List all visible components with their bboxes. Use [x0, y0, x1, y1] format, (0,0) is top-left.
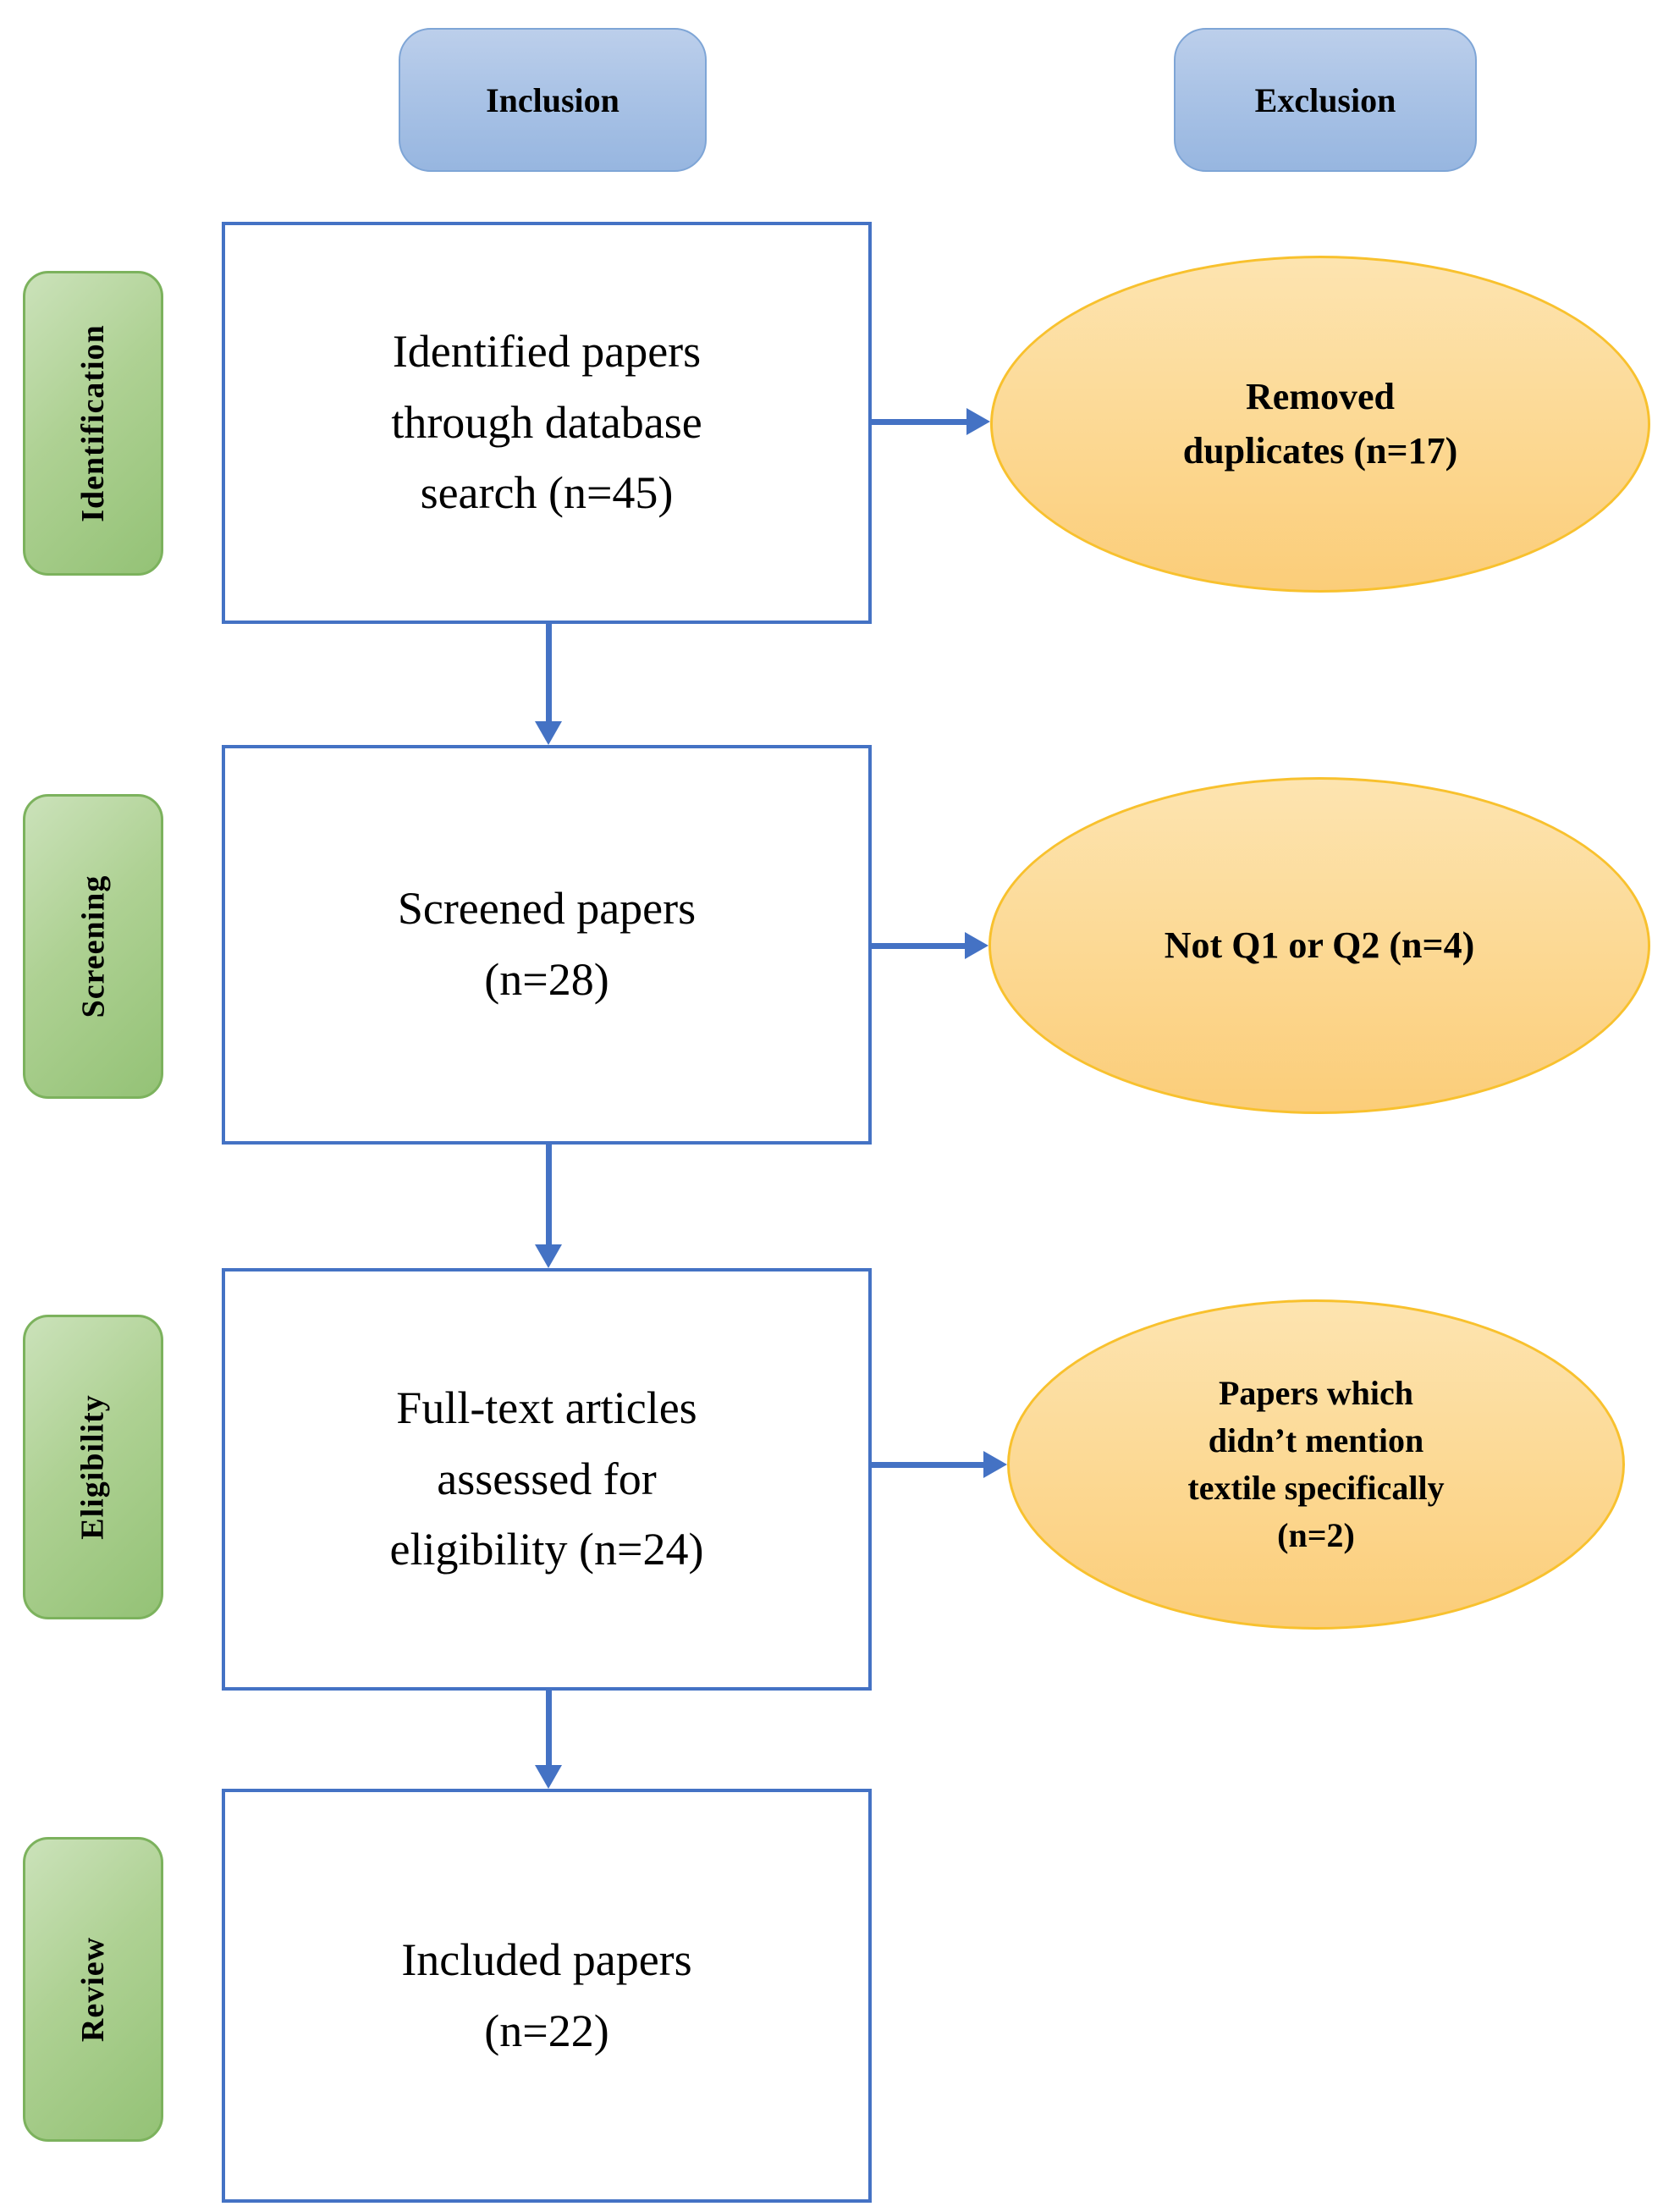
ellipse-not-q1-q2-text: Not Q1 or Q2 (n=4)	[1164, 924, 1475, 967]
arrow-to-no-textile-mention-head-icon	[983, 1451, 1007, 1478]
arrow-to-not-q1-q2-head-icon	[965, 932, 988, 959]
inclusion-column-label: Inclusion	[486, 80, 619, 119]
ellipse-removed-duplicates: Removed duplicates (n=17)	[990, 256, 1650, 593]
arrow-fulltext-to-included-line	[546, 1691, 552, 1765]
arrow-identified-to-screened-line	[546, 624, 552, 721]
arrow-fulltext-to-included-head-icon	[535, 1765, 562, 1789]
ellipse-removed-duplicates-text: Removed duplicates (n=17)	[1182, 376, 1458, 472]
exclusion-column-label: Exclusion	[1254, 80, 1396, 119]
arrow-identified-to-screened-head-icon	[535, 721, 562, 745]
arrow-to-not-q1-q2-line	[872, 943, 965, 949]
inclusion-column-header: Inclusion	[399, 28, 707, 172]
phase-identification-label: Identification	[75, 324, 111, 522]
ellipse-not-q1-q2: Not Q1 or Q2 (n=4)	[988, 777, 1650, 1114]
arrow-screened-to-fulltext-line	[546, 1145, 552, 1244]
arrow-screened-to-fulltext-head-icon	[535, 1244, 562, 1268]
flow-box-identified-papers-text: Identified papers through database searc…	[391, 325, 702, 519]
flow-box-included-papers: Included papers (n=22)	[222, 1789, 872, 2203]
flow-box-fulltext-articles: Full-text articles assessed for eligibil…	[222, 1268, 872, 1691]
phase-identification: Identification	[23, 271, 163, 576]
arrow-to-removed-duplicates-line	[872, 419, 966, 425]
arrow-to-no-textile-mention-line	[872, 1462, 983, 1468]
ellipse-no-textile-mention-text: Papers which didn’t mention textile spec…	[1187, 1374, 1445, 1554]
arrow-to-removed-duplicates-head-icon	[966, 408, 990, 435]
phase-screening-label: Screening	[75, 874, 111, 1018]
flow-box-screened-papers: Screened papers (n=28)	[222, 745, 872, 1145]
flow-box-identified-papers: Identified papers through database searc…	[222, 222, 872, 624]
flow-box-included-papers-text: Included papers (n=22)	[401, 1933, 692, 2056]
flow-box-fulltext-articles-text: Full-text articles assessed for eligibil…	[389, 1382, 704, 1575]
exclusion-column-header: Exclusion	[1174, 28, 1477, 172]
phase-review-label: Review	[75, 1936, 111, 2043]
flow-box-screened-papers-text: Screened papers (n=28)	[397, 883, 697, 1005]
phase-review: Review	[23, 1837, 163, 2142]
phase-eligibility: Eligibility	[23, 1315, 163, 1619]
phase-screening: Screening	[23, 794, 163, 1099]
ellipse-no-textile-mention: Papers which didn’t mention textile spec…	[1007, 1299, 1625, 1630]
phase-eligibility-label: Eligibility	[75, 1394, 112, 1540]
